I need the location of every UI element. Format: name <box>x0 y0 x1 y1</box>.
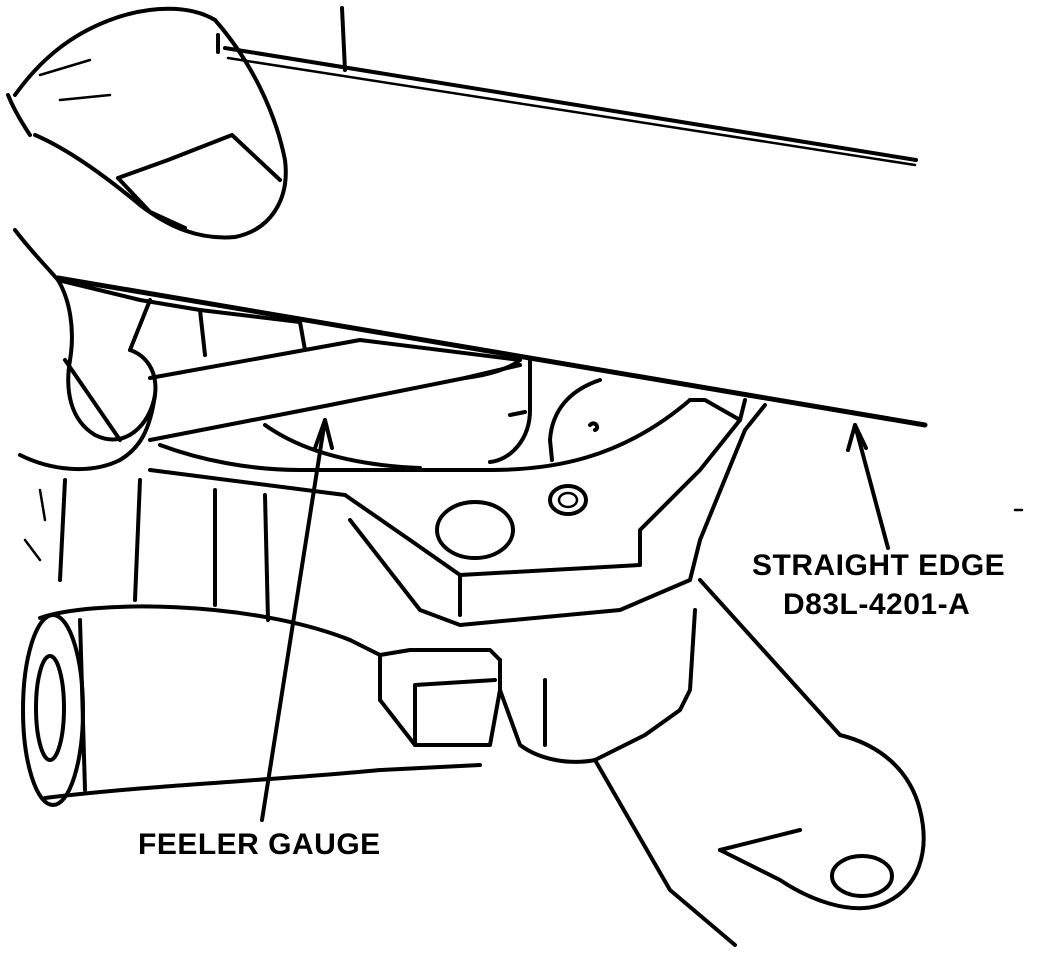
lower-hand-illustration <box>13 228 307 471</box>
mounting-bracket <box>593 578 926 947</box>
feeler-gauge-label: FEELER GAUGE <box>138 828 381 861</box>
cylindrical-boss <box>21 604 482 807</box>
part-number-label: D83L-4201-A <box>783 588 971 621</box>
housing-side-walls <box>23 478 270 622</box>
housing-lower-body <box>348 608 697 764</box>
callout-leaders <box>260 418 890 822</box>
straight-edge-label: STRAIGHT EDGE <box>752 549 1006 582</box>
straight-edge-top-line <box>223 46 918 167</box>
housing-holes <box>435 484 588 560</box>
housing-top-surface <box>148 358 767 627</box>
upper-hand-illustration <box>6 6 347 240</box>
feeler-gauge-blade <box>148 338 522 442</box>
straight-edge-bottom-line <box>55 275 928 428</box>
